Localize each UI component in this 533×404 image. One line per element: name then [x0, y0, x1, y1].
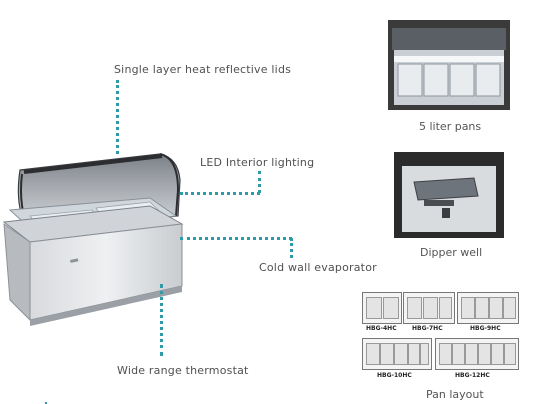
pan-layout-4hc	[362, 292, 402, 324]
caption-layout: Pan layout	[426, 388, 484, 401]
feature-label-lids: Single layer heat reflective lids	[114, 63, 292, 76]
pan-layout-9hc	[457, 292, 519, 324]
feature-label-lighting: LED Interior lighting	[200, 156, 315, 169]
leader-line-lighting-h	[180, 192, 260, 195]
leader-line-evaporator-v	[290, 238, 293, 258]
pan-layout-12hc	[435, 338, 519, 370]
ice-cream-freezer-illustration	[2, 153, 184, 326]
feature-label-thermostat: Wide range thermostat	[117, 364, 249, 377]
stray-dot	[45, 402, 47, 404]
leader-line-lids	[116, 80, 119, 154]
pan-layout-7hc	[403, 292, 455, 324]
leader-line-thermostat	[160, 284, 163, 356]
pan-label-9hc: HBG-9HC	[470, 325, 501, 332]
leader-line-evaporator-h	[180, 237, 292, 240]
caption-pans: 5 liter pans	[419, 120, 482, 133]
feature-label-evaporator: Cold wall evaporator	[259, 261, 377, 274]
pan-label-4hc: HBG-4HC	[366, 325, 397, 332]
dipper-well-photo	[394, 152, 504, 238]
leader-line-lighting-v	[258, 171, 261, 193]
pan-label-7hc: HBG-7HC	[412, 325, 443, 332]
dipper-well-drawing	[394, 152, 504, 238]
pans-photo	[388, 20, 510, 110]
pan-layout-10hc	[362, 338, 432, 370]
pan-label-10hc: HBG-10HC	[377, 372, 412, 379]
pans-photo-drawing	[388, 20, 510, 110]
caption-dipper: Dipper well	[420, 246, 483, 259]
pan-label-12hc: HBG-12HC	[455, 372, 490, 379]
